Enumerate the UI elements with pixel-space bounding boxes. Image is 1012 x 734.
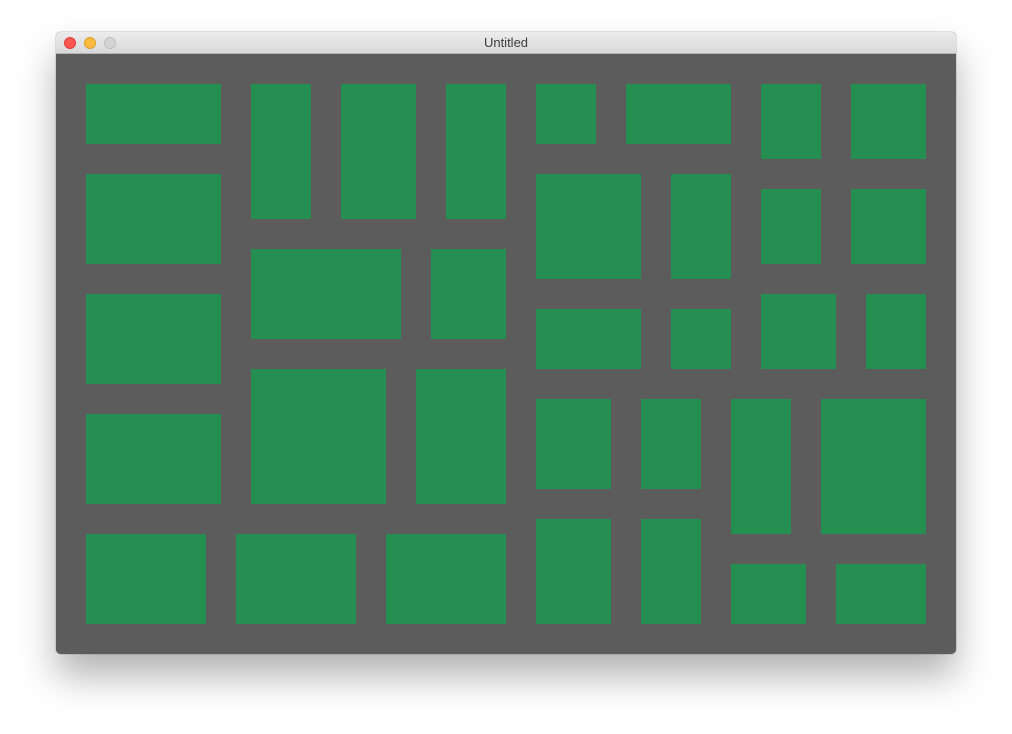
tile — [536, 519, 611, 624]
tile — [671, 174, 731, 279]
tile — [536, 84, 596, 144]
tile — [851, 189, 926, 264]
tile — [251, 84, 311, 219]
tile — [761, 189, 821, 264]
tile — [731, 564, 806, 624]
tile — [416, 369, 506, 504]
minimize-button[interactable] — [84, 37, 96, 49]
window-title: Untitled — [483, 35, 529, 50]
tile — [641, 399, 701, 489]
close-button[interactable] — [64, 37, 76, 49]
tile — [86, 84, 221, 144]
tile-canvas — [56, 54, 956, 654]
tile — [446, 84, 506, 219]
tile — [851, 84, 926, 159]
title-bar[interactable]: Untitled — [56, 32, 956, 54]
tile — [866, 294, 926, 369]
tile — [251, 249, 401, 339]
tile — [251, 369, 386, 504]
tile — [761, 294, 836, 369]
tile — [86, 174, 221, 264]
tile — [386, 534, 506, 624]
tile — [731, 399, 791, 534]
tile — [236, 534, 356, 624]
tile — [536, 174, 641, 279]
tile — [761, 84, 821, 159]
tile — [86, 414, 221, 504]
tile — [641, 519, 701, 624]
tile — [86, 294, 221, 384]
app-window: Untitled — [56, 32, 956, 654]
tile — [836, 564, 926, 624]
tile — [86, 534, 206, 624]
tile — [536, 309, 641, 369]
tile — [626, 84, 731, 144]
tile — [821, 399, 926, 534]
tile — [671, 309, 731, 369]
tile — [536, 399, 611, 489]
zoom-button — [104, 37, 116, 49]
tile — [341, 84, 416, 219]
tile — [431, 249, 506, 339]
